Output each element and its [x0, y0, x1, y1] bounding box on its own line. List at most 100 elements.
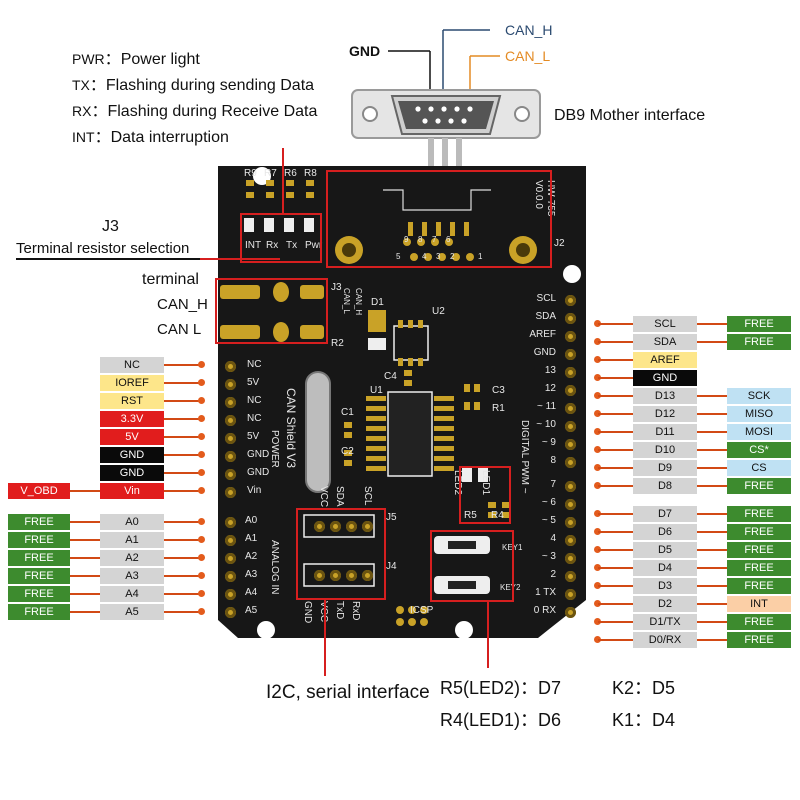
db9-title: DB9 Mother interface	[554, 107, 706, 124]
func-d12: MISO	[727, 406, 791, 422]
analog-name-a1: A1	[100, 532, 164, 548]
db9-canh-label: CAN_H	[505, 22, 553, 38]
silk-d1: D1	[371, 297, 384, 308]
pin-label-d6: D6	[633, 524, 697, 540]
pin-label-scl: SCL	[633, 316, 697, 332]
pin-label-d12: D12	[633, 406, 697, 422]
silk-db9-7: 7	[432, 235, 437, 244]
legend-int: INT：Data interruption	[72, 129, 229, 146]
leader-keys	[487, 600, 489, 668]
silk-db9-3: 3	[436, 252, 441, 261]
k2-mapping: K2：D5	[612, 678, 676, 698]
pin-label-d10: D10	[633, 442, 697, 458]
silk-dbot-5: 2	[550, 569, 556, 580]
silk-db9-1: 1	[478, 252, 483, 261]
silk-dbot-4: ~ 3	[541, 551, 556, 562]
silk-analog-5: A5	[245, 605, 258, 616]
silk-analog-3: A3	[245, 569, 258, 580]
silk-dbot-3: 4	[550, 533, 556, 544]
silk-icsp: ICSP	[410, 605, 434, 616]
silk-u1: U1	[370, 385, 383, 396]
silk-i2c-sda: SDA	[334, 486, 345, 507]
silk-analog-1: A1	[245, 533, 258, 544]
silk-r4: R4	[491, 510, 504, 521]
highlight-j3	[215, 278, 328, 344]
silk-board-name: CAN Shield V3	[284, 388, 298, 469]
silk-j5: J5	[386, 512, 397, 523]
silk-r2: R2	[331, 338, 344, 349]
pin-label-vobd: V_OBD	[8, 483, 70, 499]
silk-dtop-7: ~ 10	[536, 419, 556, 430]
silk-power-2: NC	[247, 395, 262, 406]
board-drawing	[218, 166, 586, 639]
analog-free-5: FREE	[8, 604, 70, 620]
silk-hdr-txd: TxD	[334, 601, 345, 620]
silk-power-5: GND	[247, 449, 270, 460]
silk-dtop-5: 12	[544, 383, 556, 394]
db9-canl-label: CAN_L	[505, 48, 551, 64]
analog-free-1: FREE	[8, 532, 70, 548]
func-sda: FREE	[727, 334, 791, 350]
silk-dtop-9: 8	[550, 455, 556, 466]
silk-dtop-0: SCL	[536, 293, 556, 304]
r4-mapping: R4(LED1)：D6	[440, 710, 562, 730]
silk-digital: DIGITAL PWM ~	[519, 420, 530, 494]
pin-label-ioref: IOREF	[100, 375, 164, 391]
pin-label-nc: NC	[100, 357, 164, 373]
j3-canl: CAN L	[157, 321, 202, 338]
silk-analog: ANALOG IN	[269, 540, 280, 595]
func-d0: FREE	[727, 632, 791, 648]
analog-free-2: FREE	[8, 550, 70, 566]
db9-gnd-label: GND	[349, 43, 381, 59]
silk-c4: C4	[384, 371, 397, 382]
silk-analog-0: A0	[245, 515, 258, 526]
silk-power-6: GND	[247, 467, 270, 478]
silk-db9-8: 8	[418, 235, 423, 244]
silk-power-1: 5V	[247, 377, 260, 388]
analog-name-a2: A2	[100, 550, 164, 566]
legend-tx: TX：Flashing during sending Data	[72, 77, 315, 94]
silk-key2: KEY2	[500, 583, 521, 592]
pin-label-d3: D3	[633, 578, 697, 594]
pin-label-d8: D8	[633, 478, 697, 494]
func-d6: FREE	[727, 524, 791, 540]
pin-label-d13: D13	[633, 388, 697, 404]
serial-interface-label: I2C, serial interface	[266, 682, 430, 703]
j3-subtitle: Terminal resistor selection	[16, 240, 190, 257]
silk-power-4: 5V	[247, 431, 260, 442]
pin-label-d4: D4	[633, 560, 697, 576]
legend-pwr: PWR：Power light	[72, 51, 200, 68]
func-d2: INT	[727, 596, 791, 612]
silk-dtop-3: GND	[533, 347, 556, 358]
silk-i2c-scl: SCL	[362, 486, 373, 506]
highlight-db9	[326, 170, 552, 268]
silk-canh: CAN_H	[354, 288, 363, 316]
silk-dbot-6: 1 TX	[535, 587, 556, 598]
pin-label-gnd-1: GND	[100, 447, 164, 463]
silk-i2c-vcc: VCC	[318, 486, 329, 508]
analog-name-a0: A0	[100, 514, 164, 530]
pin-label-rst: RST	[100, 393, 164, 409]
analog-name-a4: A4	[100, 586, 164, 602]
silk-power: POWER	[269, 430, 280, 468]
analog-name-a5: A5	[100, 604, 164, 620]
j3-underline	[16, 258, 274, 260]
highlight-keys	[430, 530, 514, 602]
j3-canh: CAN_H	[157, 296, 208, 313]
func-d1: FREE	[727, 614, 791, 630]
silk-dbot-7: 0 RX	[533, 605, 556, 616]
func-scl: FREE	[727, 316, 791, 332]
highlight-leds	[240, 213, 322, 263]
silk-dtop-1: SDA	[535, 311, 556, 322]
func-d3: FREE	[727, 578, 791, 594]
pin-label-d2: D2	[633, 596, 697, 612]
legend-rx: RX：Flashing during Receive Data	[72, 103, 318, 120]
pin-label-sda: SDA	[633, 334, 697, 350]
silk-canl: CAN_L	[342, 288, 351, 314]
leader-legend	[282, 148, 284, 214]
pin-label-aref: AREF	[633, 352, 697, 368]
highlight-user-leds	[459, 466, 511, 524]
db9-drawing	[351, 29, 541, 168]
silk-c3: C3	[492, 385, 505, 396]
silk-power-3: NC	[247, 413, 262, 424]
